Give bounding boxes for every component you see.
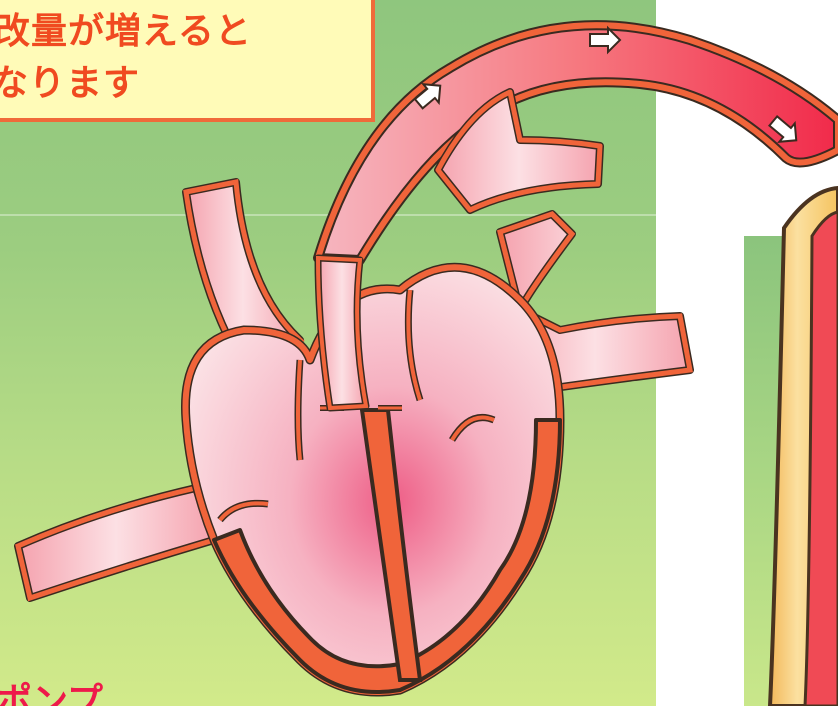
inferior-vena-cava bbox=[18, 488, 214, 598]
heart-body bbox=[185, 267, 560, 692]
aorta-root bbox=[318, 258, 366, 408]
callout-text: 改量が増えると なります bbox=[0, 0, 385, 132]
bottom-caption: ポンプ bbox=[0, 672, 103, 706]
artery-tube bbox=[770, 188, 838, 706]
callout-line-2: なります bbox=[0, 54, 140, 106]
callout-line-1: 改量が増えると bbox=[0, 2, 252, 54]
